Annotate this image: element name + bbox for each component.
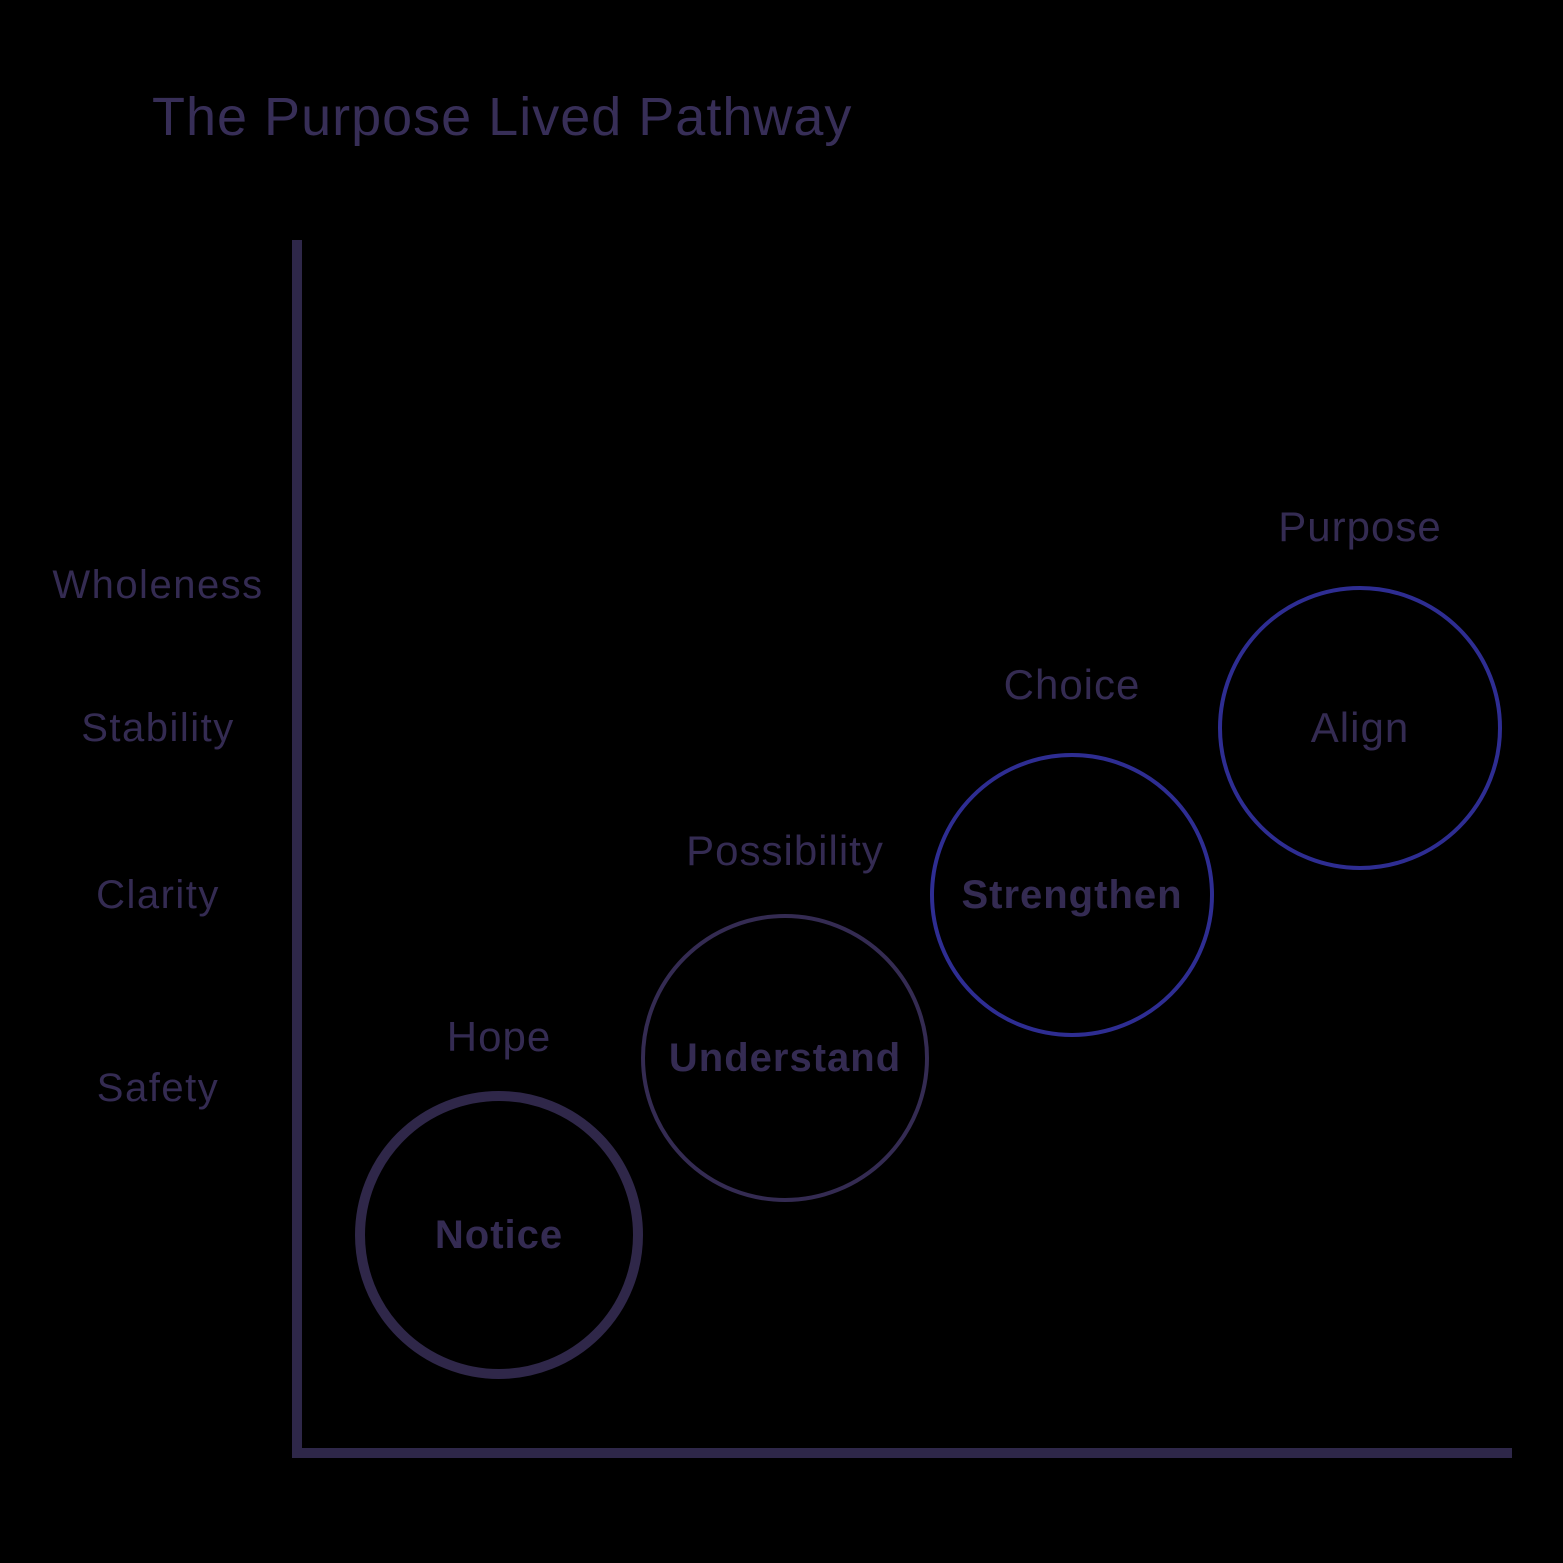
stage-circle-align: Align	[1218, 586, 1502, 870]
stage-circle-understand: Understand	[641, 914, 929, 1202]
x-axis-line	[292, 1448, 1512, 1458]
stage-circle-notice: Notice	[355, 1091, 643, 1379]
stage-label-hope: Hope	[446, 1013, 552, 1060]
y-axis-line	[292, 240, 302, 1458]
stage-action-strengthen: Strengthen	[961, 872, 1183, 917]
stage-label-possibility: Possibility	[686, 827, 884, 874]
y-axis-label-clarity: Clarity	[96, 873, 220, 917]
stage-action-understand: Understand	[668, 1035, 902, 1080]
y-axis-label-stability: Stability	[81, 706, 235, 750]
stage-action-align: Align	[1310, 704, 1410, 751]
stage-label-purpose: Purpose	[1278, 503, 1442, 550]
y-axis-label-wholeness: Wholeness	[52, 563, 264, 607]
stage-circle-strengthen: Strengthen	[930, 753, 1214, 1037]
diagram-title: The Purpose Lived Pathway	[152, 87, 853, 147]
y-axis-label-safety: Safety	[96, 1066, 220, 1110]
stage-action-notice: Notice	[434, 1212, 564, 1257]
stage-label-choice: Choice	[1003, 661, 1141, 708]
